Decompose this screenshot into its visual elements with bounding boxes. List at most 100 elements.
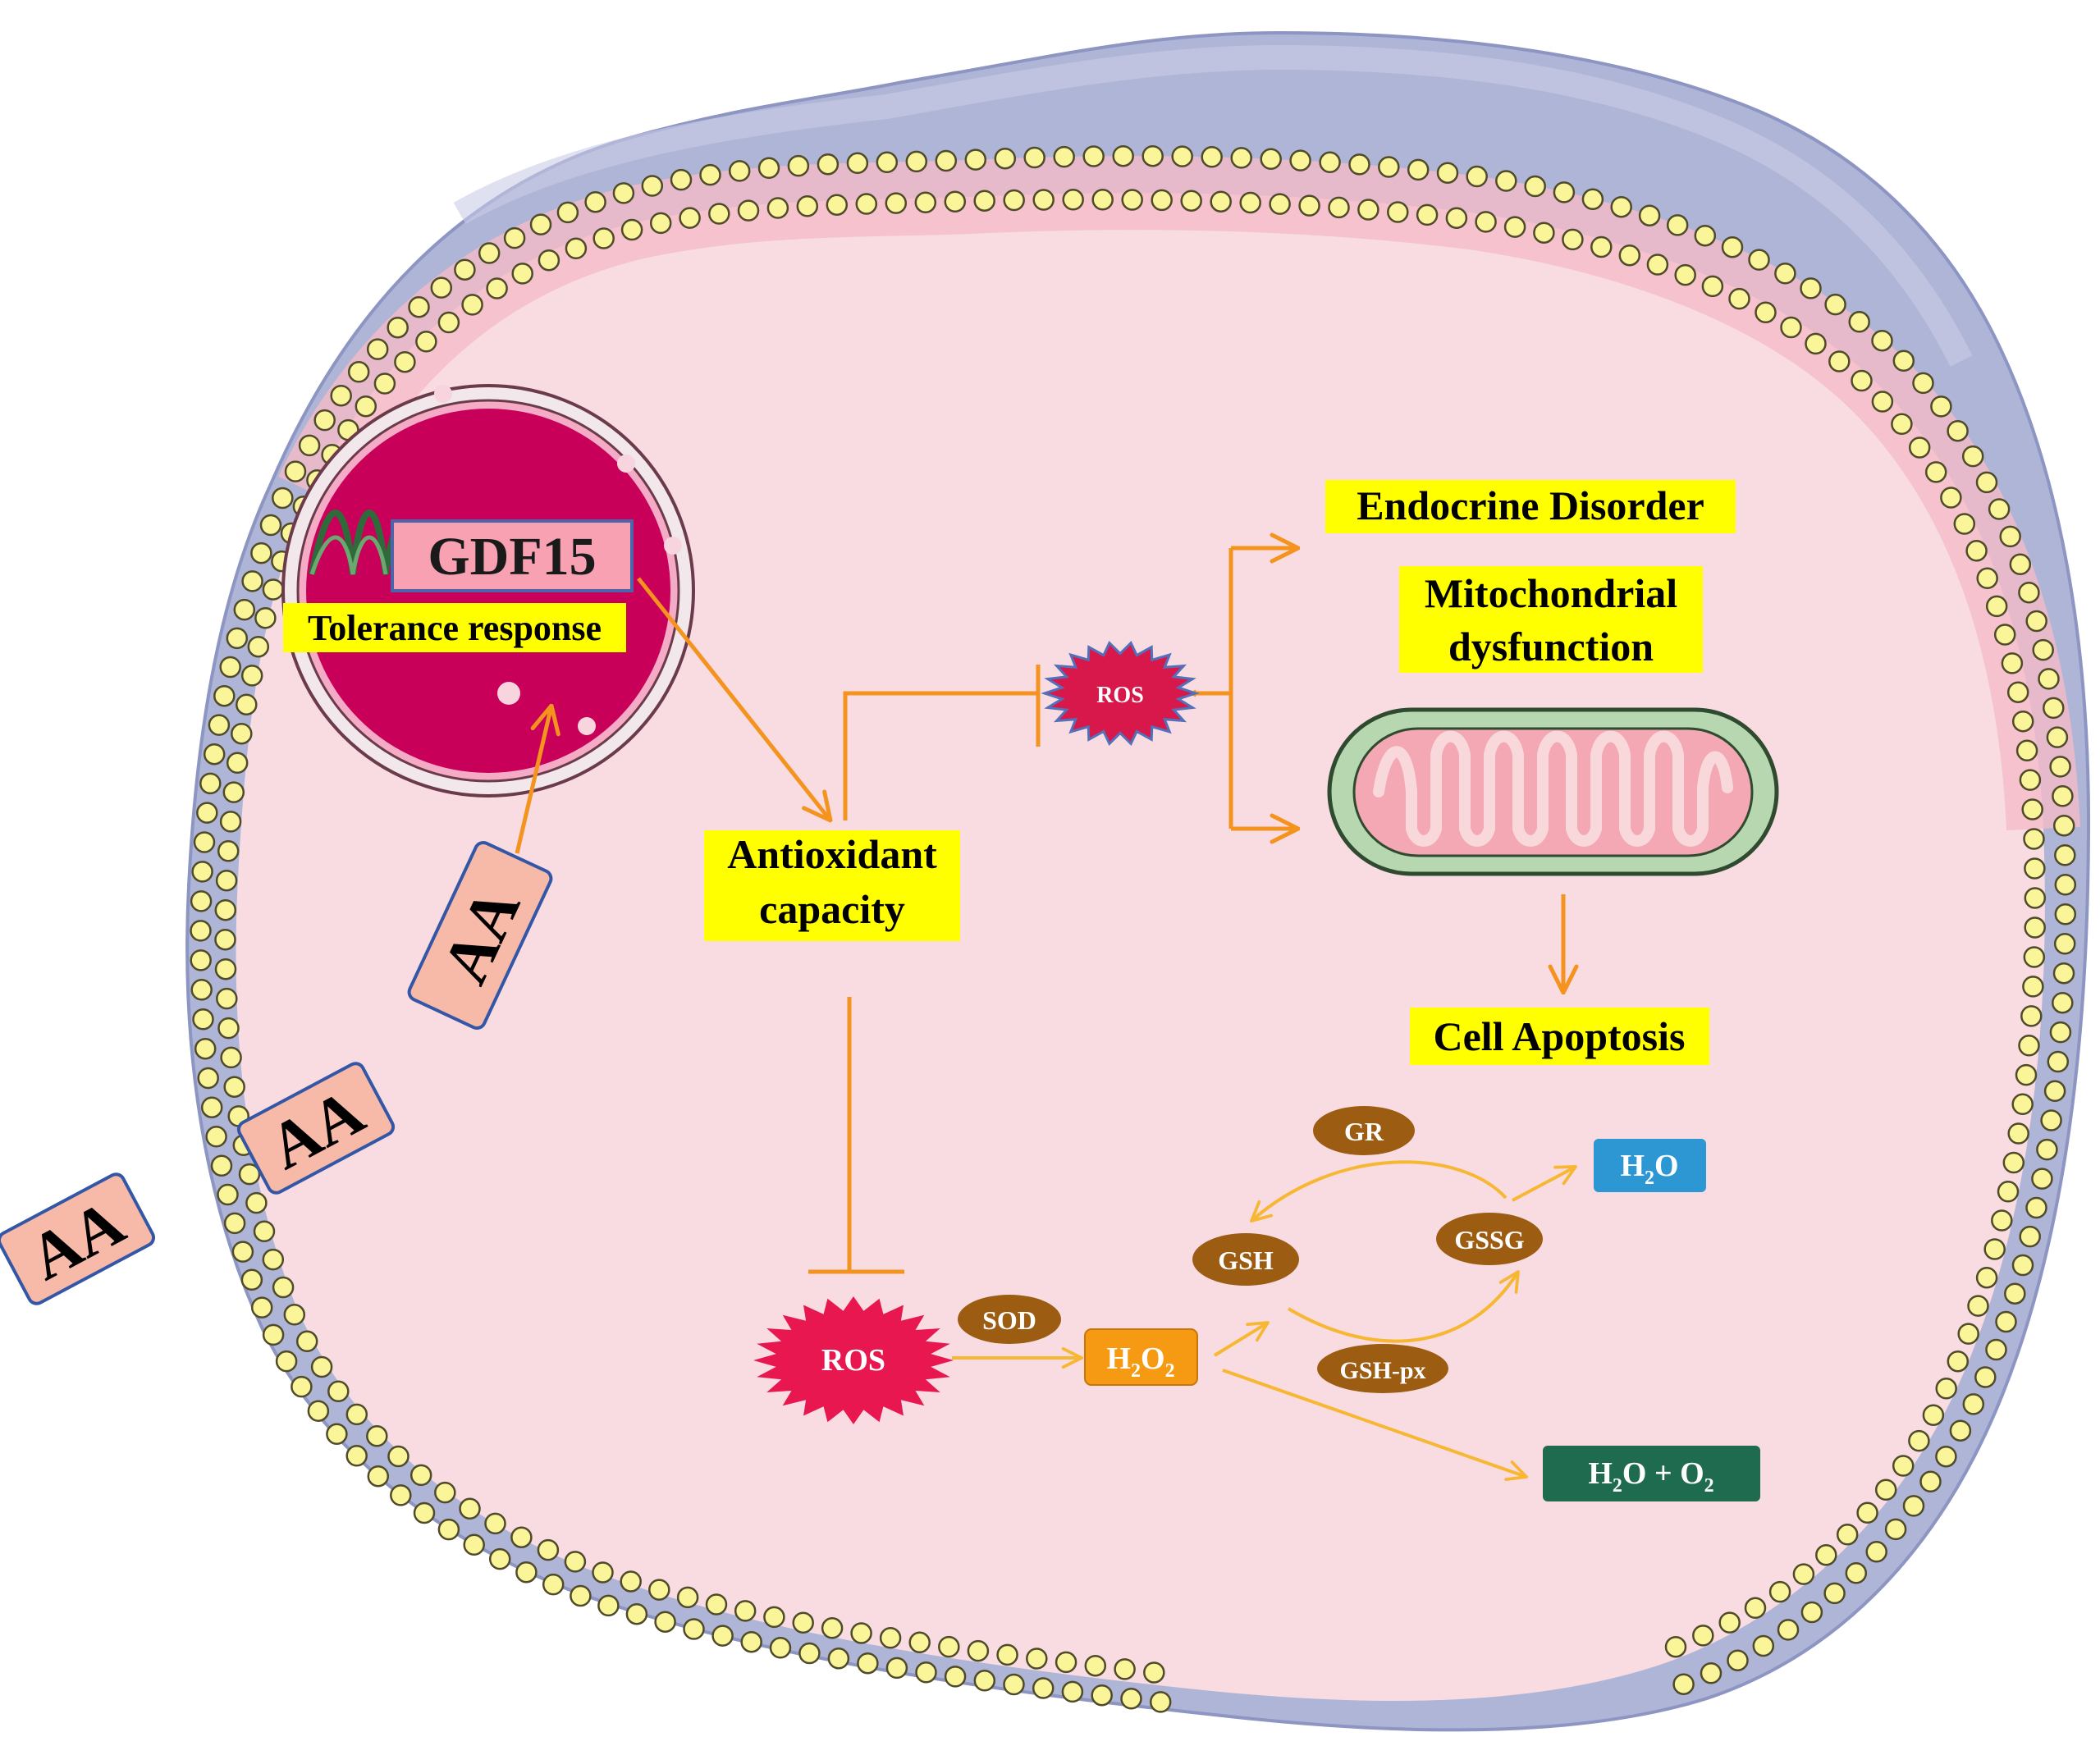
membrane-dot	[1180, 190, 1202, 212]
gr-ellipse	[1313, 1106, 1415, 1155]
gsh-label: GSH	[1218, 1245, 1274, 1275]
membrane-dot	[1638, 204, 1661, 226]
membrane-dot	[1871, 391, 1894, 413]
membrane-dot	[1836, 1524, 1859, 1546]
membrane-dot	[1201, 146, 1223, 168]
h2o-o2-formula: H2O + O2	[1588, 1456, 1713, 1497]
membrane-dot	[1924, 461, 1947, 483]
membrane-dot	[1940, 487, 1962, 509]
membrane-dot	[885, 1657, 908, 1680]
membrane-dot	[1664, 1635, 1687, 1658]
membrane-dot	[197, 1067, 219, 1090]
membrane-dot	[584, 190, 606, 213]
membrane-dot	[437, 1518, 460, 1541]
membrane-dot	[1824, 293, 1846, 316]
membrane-dot	[1947, 419, 1969, 442]
membrane-dot	[1902, 1495, 1925, 1517]
membrane-dot	[390, 1484, 412, 1506]
membrane-dot	[1562, 228, 1584, 251]
membrane-dot	[1871, 329, 1893, 352]
membrane-dot	[705, 1593, 728, 1616]
h2o-formula: H2O	[1620, 1149, 1678, 1189]
membrane-dot	[826, 194, 849, 216]
membrane-dot	[1328, 196, 1350, 219]
membrane-dot	[879, 1627, 902, 1649]
membrane-dot	[1953, 513, 1976, 535]
membrane-dot	[259, 514, 282, 537]
sod-label: SOD	[982, 1305, 1036, 1335]
membrane-dot	[670, 168, 693, 191]
membrane-dot	[2020, 1005, 2043, 1027]
membrane-dot	[2011, 1254, 2034, 1277]
membrane-dot	[283, 1304, 306, 1326]
membrane-dot	[641, 175, 664, 197]
membrane-dot	[542, 1573, 565, 1596]
membrane-dot	[409, 1464, 432, 1487]
membrane-dot	[1618, 244, 1641, 267]
membrane-dot	[1991, 1209, 2013, 1232]
membrane-dot	[313, 409, 336, 432]
membrane-dot	[326, 1423, 348, 1446]
membrane-dot	[408, 295, 430, 318]
membrane-dot	[488, 1547, 511, 1570]
membrane-dot	[1533, 222, 1555, 244]
membrane-dot	[1061, 1680, 1084, 1703]
membrane-dot	[914, 191, 937, 214]
membrane-dot	[2024, 916, 2046, 939]
membrane-dot	[1721, 235, 1744, 258]
membrane-dot	[935, 149, 958, 172]
membrane-dot	[565, 237, 588, 260]
membrane-dot	[763, 1606, 785, 1629]
membrane-dot	[1151, 189, 1173, 212]
antioxidant-bg	[704, 830, 960, 941]
membrane-dot	[683, 1618, 705, 1640]
membrane-dot	[1142, 144, 1164, 167]
membrane-dot	[1053, 145, 1075, 168]
membrane-dot	[254, 606, 277, 629]
membrane-dot	[236, 693, 258, 715]
membrane-dot	[2019, 769, 2042, 791]
arrow-gsh-to-gssg	[1287, 1272, 1518, 1343]
membrane-dot	[226, 627, 249, 650]
membrane-dot	[787, 154, 810, 177]
membrane-dot	[240, 665, 263, 687]
gr-label: GR	[1344, 1117, 1384, 1146]
membrane-dot	[734, 1600, 757, 1622]
membrane-dot	[1260, 148, 1282, 171]
membrane-dot	[196, 802, 218, 824]
membrane-dot	[967, 1639, 990, 1662]
membrane-dot	[1378, 156, 1400, 178]
membrane-dot	[2049, 1021, 2072, 1044]
membrane-dot	[769, 1637, 792, 1659]
membrane-dot	[1728, 287, 1750, 310]
membrane-dot	[1922, 1404, 1945, 1426]
membrane-dot	[1694, 224, 1717, 247]
sod-ellipse	[958, 1295, 1061, 1344]
membrane-dot	[1947, 1350, 1970, 1373]
membrane-dot	[1269, 193, 1291, 215]
membrane-dot	[570, 1584, 592, 1607]
h2o-box	[1594, 1139, 1706, 1192]
membrane-dot	[1815, 1544, 1837, 1566]
membrane-dot	[1239, 191, 1261, 214]
membrane-dot	[191, 861, 213, 883]
membrane-dot	[1495, 170, 1517, 192]
membrane-dot	[231, 1241, 254, 1263]
membrane-dot	[193, 831, 216, 853]
membrane-dot	[2036, 1138, 2058, 1161]
ros-bottom-label: ROS	[821, 1343, 885, 1378]
membrane-dot	[537, 1538, 560, 1561]
membrane-dot	[437, 311, 460, 334]
membrane-dot	[1475, 211, 1497, 233]
membrane-dot	[654, 1611, 676, 1633]
membrane-dot	[757, 157, 780, 180]
membrane-dot	[850, 1622, 872, 1644]
membrane-dot	[1845, 1562, 1868, 1584]
membrane-dot	[233, 598, 256, 621]
membrane-dot	[1121, 189, 1143, 211]
membrane-dot	[1774, 263, 1796, 285]
membrane-dot	[1993, 624, 2016, 646]
membrane-dot	[1553, 181, 1576, 203]
membrane-dot	[1975, 1266, 1998, 1289]
